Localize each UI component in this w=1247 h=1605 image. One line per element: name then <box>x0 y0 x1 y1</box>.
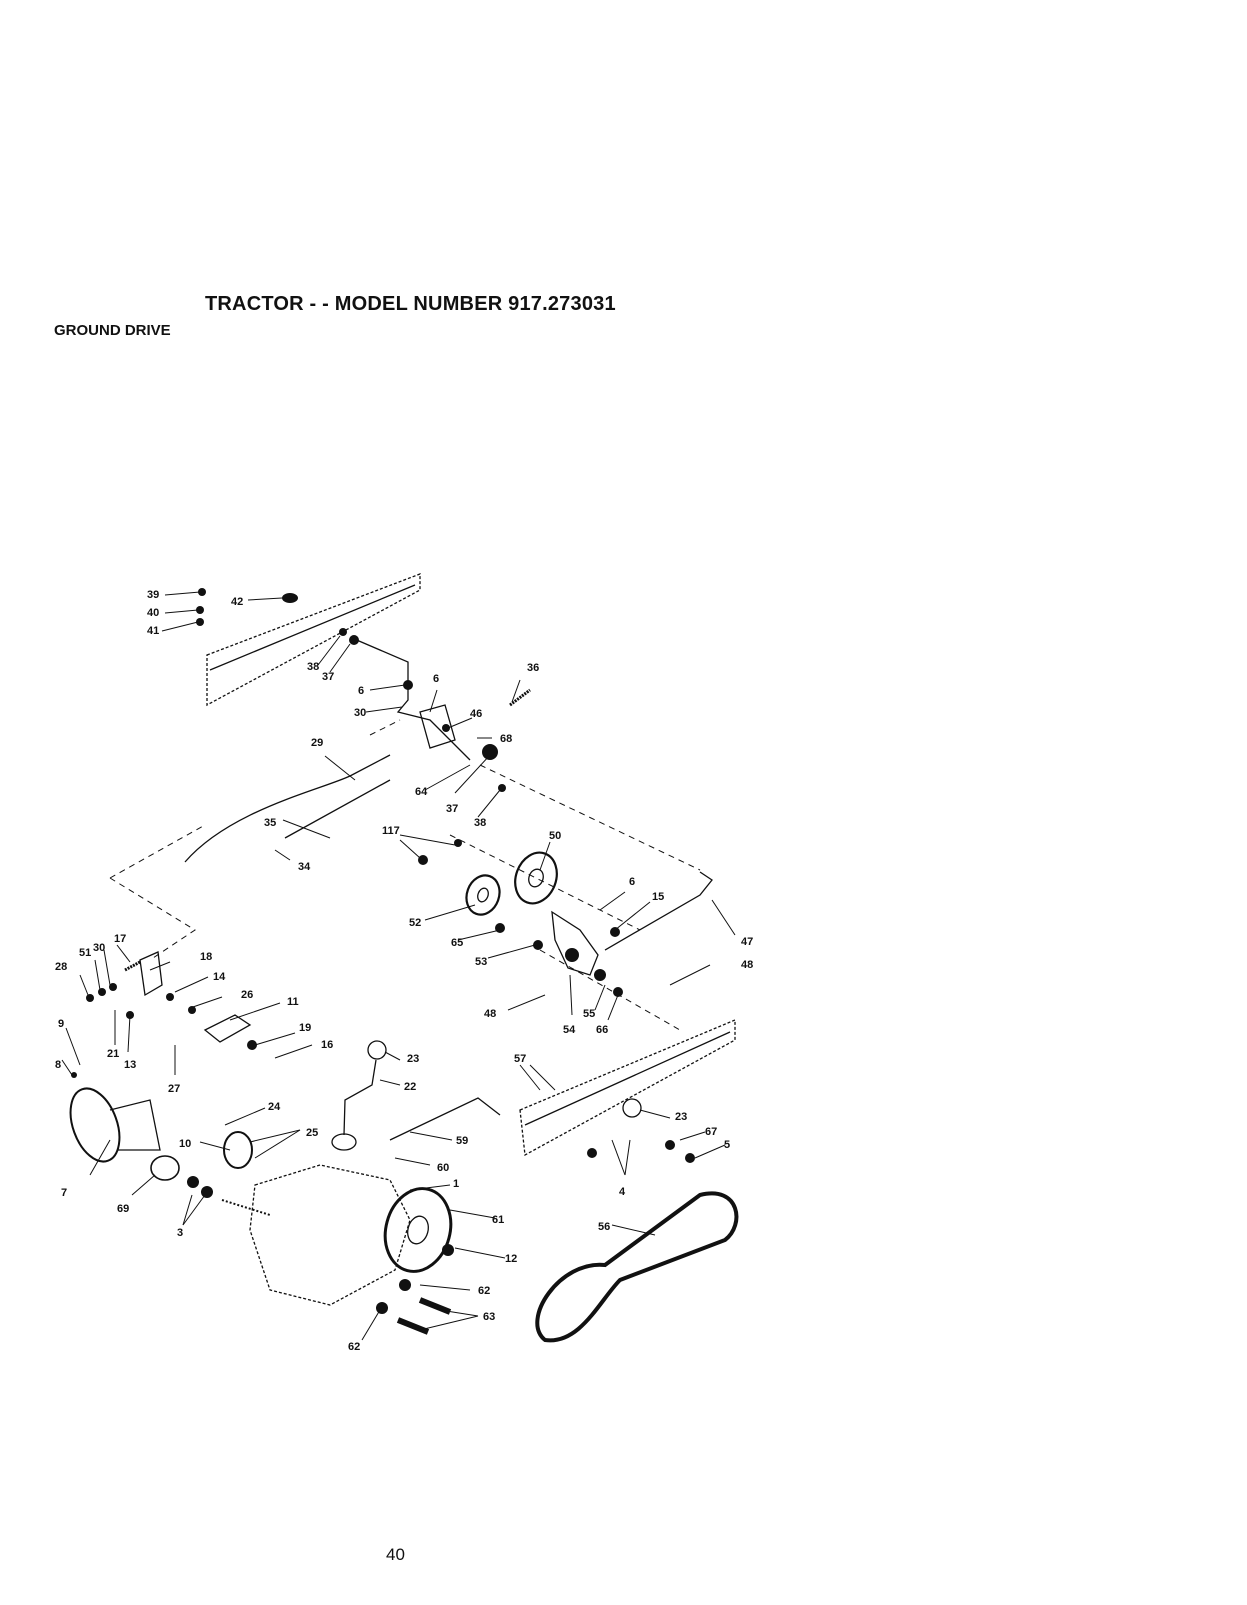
rod-35 <box>285 780 390 838</box>
callout-42: 42 <box>231 596 243 608</box>
callout-23: 23 <box>407 1053 419 1065</box>
callout-14: 14 <box>213 971 226 983</box>
rod-47 <box>605 872 712 950</box>
callout-40: 40 <box>147 607 159 619</box>
callout-34: 34 <box>298 861 311 873</box>
callout-54: 54 <box>563 1024 576 1036</box>
callout-62: 62 <box>478 1285 490 1297</box>
callout-69: 69 <box>117 1203 129 1215</box>
callout-57: 57 <box>514 1053 526 1065</box>
callout-68: 68 <box>500 733 512 745</box>
callout-5: 5 <box>724 1139 730 1151</box>
callout-60: 60 <box>437 1162 449 1174</box>
callout-12: 12 <box>505 1253 517 1265</box>
idler-pulley-52 <box>461 871 505 920</box>
bolt-63b <box>398 1320 428 1332</box>
rod-59 <box>390 1098 500 1140</box>
callout-3: 3 <box>177 1227 183 1239</box>
idler-bracket <box>552 912 598 975</box>
callout-6: 6 <box>358 685 364 697</box>
callout-36: 36 <box>527 662 539 674</box>
callout-117: 117 <box>382 825 400 837</box>
upper-frame-rail <box>207 574 420 705</box>
callout-66: 66 <box>596 1024 608 1036</box>
callout-50: 50 <box>549 830 561 842</box>
callout-22: 22 <box>404 1081 416 1093</box>
lever-11 <box>205 1015 250 1042</box>
idler-pulley-50 <box>508 847 563 910</box>
bracket-46 <box>420 705 455 748</box>
spring-36 <box>510 690 530 705</box>
callout-65: 65 <box>451 937 463 949</box>
callout-48: 48 <box>741 959 753 971</box>
callout-30: 30 <box>93 942 105 954</box>
callout-4: 4 <box>619 1186 626 1198</box>
callout-18: 18 <box>200 951 212 963</box>
callout-17: 17 <box>114 933 126 945</box>
callout-29: 29 <box>311 737 323 749</box>
callout-67: 67 <box>705 1126 717 1138</box>
callout-52: 52 <box>409 917 421 929</box>
cable-29 <box>185 755 390 862</box>
callout-11: 11 <box>287 996 299 1008</box>
callout-38: 38 <box>474 817 486 829</box>
callout-63: 63 <box>483 1311 495 1323</box>
callout-64: 64 <box>415 786 428 798</box>
callout-6: 6 <box>433 673 439 685</box>
callout-30: 30 <box>354 707 366 719</box>
callout-59: 59 <box>456 1135 468 1147</box>
callout-13: 13 <box>124 1059 136 1071</box>
callout-51: 51 <box>79 947 91 959</box>
callout-1: 1 <box>453 1178 459 1190</box>
callout-26: 26 <box>241 989 253 1001</box>
callout-24: 24 <box>268 1101 281 1113</box>
callout-53: 53 <box>475 956 487 968</box>
bracket-18 <box>140 952 162 995</box>
callout-35: 35 <box>264 817 276 829</box>
callout-62: 62 <box>348 1341 360 1353</box>
spring-17 <box>125 962 140 970</box>
callout-27: 27 <box>168 1083 180 1095</box>
shift-lever <box>332 1041 386 1150</box>
axle-hub <box>61 1082 160 1168</box>
callout-56: 56 <box>598 1221 610 1233</box>
clutch-rod <box>352 638 470 760</box>
callout-28: 28 <box>55 961 67 973</box>
callout-48: 48 <box>484 1008 496 1020</box>
bolt-63a <box>420 1300 450 1312</box>
callout-16: 16 <box>321 1039 333 1051</box>
callout-15: 15 <box>652 891 664 903</box>
callout-38: 38 <box>307 661 319 673</box>
callout-41: 41 <box>147 625 159 637</box>
callout-8: 8 <box>55 1059 61 1071</box>
callout-25: 25 <box>306 1127 318 1139</box>
axle-shaft <box>222 1200 270 1215</box>
page-number: 40 <box>386 1545 405 1565</box>
callout-9: 9 <box>58 1018 64 1030</box>
callout-61: 61 <box>492 1214 504 1226</box>
callout-37: 37 <box>322 671 334 683</box>
callout-23: 23 <box>675 1111 687 1123</box>
callout-19: 19 <box>299 1022 311 1034</box>
callout-55: 55 <box>583 1008 595 1020</box>
bushing-69 <box>151 1156 179 1180</box>
transaxle-pulley-61 <box>376 1181 460 1279</box>
callout-21: 21 <box>107 1048 119 1060</box>
callout-46: 46 <box>470 708 482 720</box>
callout-10: 10 <box>179 1138 191 1150</box>
callout-39: 39 <box>147 589 159 601</box>
callout-6: 6 <box>629 876 635 888</box>
callout-7: 7 <box>61 1187 67 1199</box>
drive-belt <box>537 1193 736 1340</box>
callout-37: 37 <box>446 803 458 815</box>
callout-47: 47 <box>741 936 753 948</box>
